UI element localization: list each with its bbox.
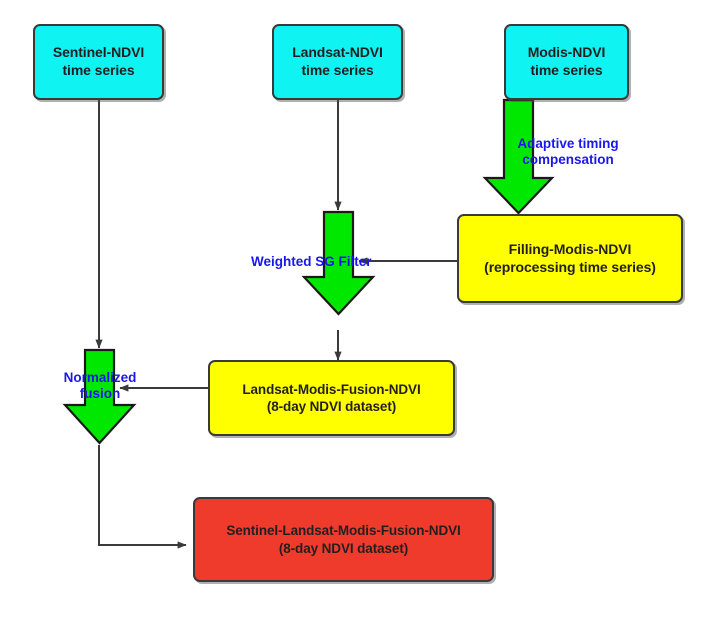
- node-landsat-ndvi[interactable]: Landsat-NDVI time series: [272, 24, 403, 100]
- node-landsat-modis-fusion-ndvi-line1: Landsat-Modis-Fusion-NDVI: [242, 381, 421, 397]
- node-modis-ndvi-line1: Modis-NDVI: [527, 44, 606, 61]
- node-filling-modis-ndvi[interactable]: Filling-Modis-NDVI (reprocessing time se…: [457, 214, 683, 303]
- node-landsat-ndvi-line2: time series: [301, 62, 374, 78]
- node-landsat-modis-fusion-ndvi[interactable]: Landsat-Modis-Fusion-NDVI (8-day NDVI da…: [208, 360, 455, 436]
- node-sentinel-landsat-modis-fusion-ndvi[interactable]: Sentinel-Landsat-Modis-Fusion-NDVI (8-da…: [193, 497, 494, 582]
- node-modis-ndvi[interactable]: Modis-NDVI time series: [504, 24, 629, 100]
- node-landsat-ndvi-line1: Landsat-NDVI: [292, 44, 383, 61]
- node-landsat-modis-fusion-ndvi-line2: (8-day NDVI dataset): [266, 399, 397, 414]
- label-weighted-sg-filter-line1: Weighted SG Filter: [251, 254, 372, 269]
- label-normalized-fusion-line2: fusion: [79, 385, 121, 401]
- label-adaptive-timing-compensation-line1: Adaptive timing: [517, 136, 619, 151]
- label-adaptive-timing-compensation-line2: compensation: [522, 151, 614, 167]
- node-sentinel-landsat-modis-fusion-ndvi-line1: Sentinel-Landsat-Modis-Fusion-NDVI: [226, 523, 461, 539]
- node-sentinel-ndvi[interactable]: Sentinel-NDVI time series: [33, 24, 164, 100]
- node-filling-modis-ndvi-line2: (reprocessing time series): [484, 258, 656, 275]
- node-sentinel-landsat-modis-fusion-ndvi-line2: (8-day NDVI dataset): [278, 540, 409, 556]
- connector-normalized-to-output: [98, 445, 187, 549]
- process-arrow-weighted-sg-filter: [301, 210, 376, 316]
- label-adaptive-timing-compensation: Adaptive timing compensation: [498, 136, 638, 168]
- label-normalized-fusion: Normalized fusion: [41, 370, 159, 402]
- process-arrow-adaptive-timing-compensation: [482, 98, 555, 215]
- label-normalized-fusion-line1: Normalized: [63, 370, 137, 385]
- node-sentinel-ndvi-line2: time series: [62, 62, 135, 78]
- node-sentinel-ndvi-line1: Sentinel-NDVI: [52, 44, 145, 61]
- process-arrow-normalized-fusion: [62, 348, 137, 445]
- label-weighted-sg-filter: Weighted SG Filter: [251, 254, 426, 270]
- node-filling-modis-ndvi-line1: Filling-Modis-NDVI: [508, 240, 632, 257]
- node-modis-ndvi-line2: time series: [530, 62, 603, 78]
